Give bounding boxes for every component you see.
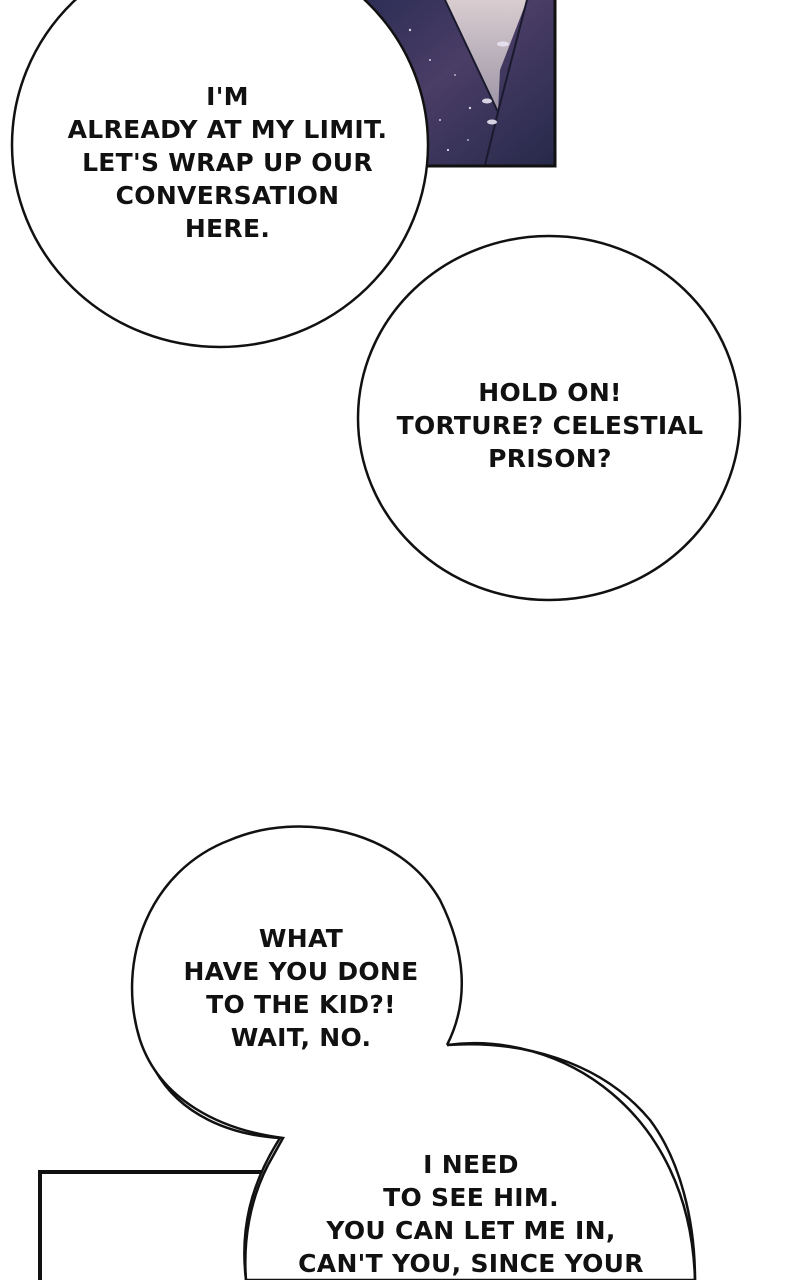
- bubble-1-line: HERE.: [184, 214, 271, 243]
- bubble-2-text: HOLD ON! TORTURE? CELESTIAL PRISON?: [390, 376, 710, 475]
- speech-bubble-1: [10, 0, 430, 349]
- bubble-4-line: CAN'T YOU, SINCE YOUR: [298, 1249, 644, 1278]
- speech-bubble-2: [356, 234, 742, 602]
- speech-bubble-3: [132, 826, 462, 1160]
- bubble-4-text: I NEED TO SEE HIM. YOU CAN LET ME IN, CA…: [290, 1148, 652, 1280]
- bubble-2-line: HOLD ON!: [478, 378, 622, 407]
- bubble-1-line: LET'S WRAP UP OUR: [82, 148, 373, 177]
- bubble-1-line: CONVERSATION: [115, 181, 340, 210]
- bubble-4-line: YOU CAN LET ME IN,: [326, 1216, 616, 1245]
- bubble-1-line: ALREADY AT MY LIMIT.: [67, 115, 388, 144]
- bubble-3-line: HAVE YOU DONE: [183, 957, 419, 986]
- bubble-4-line: TO SEE HIM.: [383, 1183, 559, 1212]
- bubble-4-line: I NEED: [423, 1150, 519, 1179]
- bubble-2-line: PRISON?: [488, 444, 612, 473]
- bubble-3-line: WHAT: [258, 924, 344, 953]
- bubble-3-line: TO THE KID?!: [206, 990, 396, 1019]
- bubble-3-text: WHAT HAVE YOU DONE TO THE KID?! WAIT, NO…: [170, 922, 432, 1054]
- bubble-3-line: WAIT, NO.: [230, 1023, 372, 1052]
- bubble-2-line: TORTURE? CELESTIAL: [396, 411, 704, 440]
- bubble-1-line: I'M: [206, 82, 249, 111]
- bubble-1-text: I'M ALREADY AT MY LIMIT. LET'S WRAP UP O…: [60, 80, 395, 245]
